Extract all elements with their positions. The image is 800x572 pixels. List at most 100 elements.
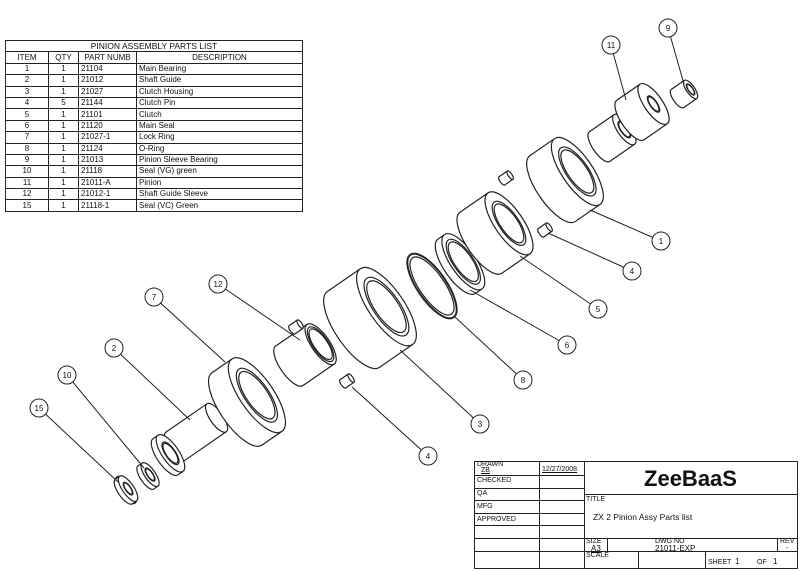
- leader-line: [351, 386, 429, 457]
- clutch-pin-4-face: [506, 170, 514, 181]
- balloon-circle: [651, 231, 671, 251]
- main-seal-6: [434, 233, 486, 295]
- item-cell: 8: [5, 142, 49, 155]
- column-header: DESCRIPTION: [136, 51, 303, 64]
- part-number-cell: 21013: [78, 153, 137, 167]
- callout-number: 4: [630, 267, 635, 276]
- leader-line: [519, 255, 599, 310]
- balloon-circle: [658, 18, 678, 38]
- pinion-11-shaft: [587, 113, 637, 163]
- qty-cell: 1: [48, 153, 79, 167]
- balloon-circle: [144, 287, 164, 307]
- leader-line: [217, 283, 301, 341]
- qty-cell: 1: [48, 199, 79, 212]
- qty-cell: 1: [48, 188, 79, 201]
- pinion-sleeve-bearing-9-edge: [670, 79, 685, 90]
- clutch-pin-4-face: [296, 319, 304, 330]
- balloon-circle: [601, 35, 621, 55]
- balloon-circle: [588, 299, 608, 319]
- part-number-cell: 21124: [78, 142, 137, 155]
- balloon-circle: [470, 414, 490, 434]
- item-cell: 7: [5, 131, 49, 144]
- part-number-cell: 21118-1: [78, 199, 137, 212]
- column-header: ITEM: [5, 51, 49, 64]
- pinion-sleeve-bearing-9-bore: [686, 83, 695, 95]
- company-logo-text: ZeeBaaS: [644, 466, 737, 491]
- leader-line: [113, 347, 191, 421]
- clutch-pin-4-edge: [537, 222, 547, 230]
- callout-number: 9: [666, 24, 671, 33]
- rev-label: REV: [780, 538, 795, 545]
- size-value: A3: [591, 544, 601, 553]
- qty-cell: 1: [48, 131, 79, 144]
- clutch-pin-4: [537, 222, 553, 238]
- shaft-guide-2-flange-bore: [162, 442, 179, 464]
- callout-balloon: 1: [589, 209, 671, 251]
- item-cell: 5: [5, 108, 49, 121]
- item-cell: 10: [5, 165, 49, 178]
- pinion-11-gear-edge: [643, 123, 668, 141]
- clutch-housing-3-edge: [327, 268, 361, 292]
- item-cell: 12: [5, 188, 49, 201]
- callout-number: 5: [596, 305, 601, 314]
- drawing-title: ZX 2 Pinion Assy Parts list: [593, 512, 693, 522]
- main-bearing-1-bore: [560, 149, 595, 194]
- qa-label: QA: [477, 490, 488, 497]
- shaft-guide-sleeve-12-body: [275, 324, 335, 386]
- part-number-cell: 21012-1: [78, 188, 137, 201]
- pinion-11-gear-bore: [647, 96, 660, 112]
- item-cell: 11: [5, 176, 49, 190]
- callout-number: 2: [112, 344, 117, 353]
- clutch-pin-4-face: [347, 373, 355, 384]
- shaft-guide-2-shaft-edge: [184, 431, 227, 461]
- clutch-pin-4-edge: [504, 178, 514, 186]
- shaft-guide-2-shaft-edge: [165, 403, 208, 433]
- balloon-circle: [208, 274, 228, 294]
- item-cell: 9: [5, 153, 49, 167]
- description-cell: Main Bearing: [136, 62, 303, 76]
- scale-label: SCALE: [586, 552, 609, 559]
- dwg-no-value: 21011-EXP: [655, 544, 696, 553]
- clutch-housing-3: [323, 266, 417, 370]
- seal-vc-15-bore: [123, 482, 133, 495]
- drawn-date: 12/27/2008: [542, 466, 578, 473]
- item-cell: 2: [5, 74, 49, 87]
- callout-number: 7: [152, 293, 157, 302]
- leader-line: [589, 209, 662, 242]
- sheet-total: 1: [773, 557, 778, 566]
- clutch-5-edge: [501, 253, 531, 274]
- qty-cell: 5: [48, 96, 79, 110]
- leader-line: [667, 27, 685, 85]
- qty-cell: 1: [48, 108, 79, 121]
- clutch-pin-4-edge: [498, 170, 508, 178]
- part-number-cell: 21144: [78, 96, 137, 110]
- main-bearing-1: [526, 136, 604, 224]
- callout-balloon: 12: [208, 274, 301, 341]
- item-cell: 4: [5, 96, 49, 110]
- clutch-5: [456, 191, 534, 275]
- callout-balloon: 9: [658, 18, 685, 85]
- clutch-5-body: [459, 192, 531, 274]
- clutch-pin-4-face: [545, 222, 553, 233]
- sheet-number: 1: [735, 557, 740, 566]
- item-cell: 15: [5, 199, 49, 212]
- leader-line: [454, 316, 524, 381]
- description-cell: Clutch Housing: [136, 85, 303, 98]
- clutch-housing-3-edge: [379, 344, 413, 368]
- part-number-cell: 21011-A: [78, 176, 137, 190]
- lock-ring-7: [207, 357, 287, 447]
- clutch-housing-3-bore: [366, 280, 407, 334]
- pinion-11-gear-edge: [616, 83, 641, 101]
- callout-balloon: 15: [29, 398, 119, 483]
- balloon-circle: [622, 261, 642, 281]
- qty-cell: 1: [48, 142, 79, 155]
- description-cell: Seal (VC) Green: [136, 199, 303, 212]
- callout-number: 1: [659, 237, 664, 246]
- main-seal-6-bore: [447, 241, 479, 283]
